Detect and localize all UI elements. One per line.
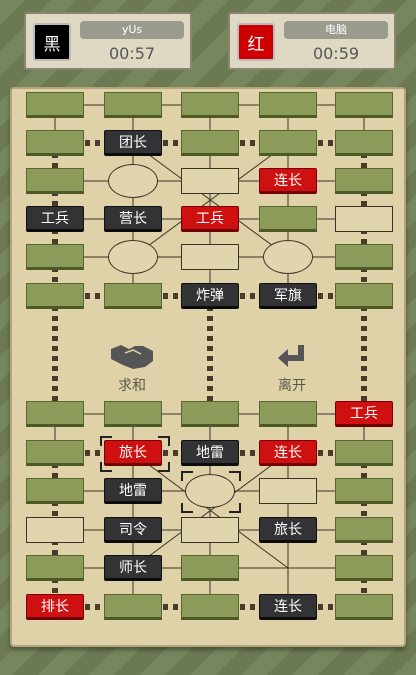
hidden-piece[interactable] [259, 206, 317, 232]
target-corner [181, 471, 193, 481]
hidden-piece[interactable] [259, 401, 317, 427]
black-piece[interactable]: 工兵 [26, 206, 84, 232]
selection-corner [100, 436, 112, 446]
hidden-piece[interactable] [181, 401, 239, 427]
black-piece[interactable]: 营长 [104, 206, 162, 232]
black-piece[interactable]: 团长 [104, 130, 162, 156]
player-timer: 00:59 [312, 44, 360, 63]
hidden-piece[interactable] [181, 130, 239, 156]
black-piece[interactable]: 连长 [259, 594, 317, 620]
hidden-piece[interactable] [259, 130, 317, 156]
hidden-piece[interactable] [26, 244, 84, 270]
hidden-piece[interactable] [26, 92, 84, 118]
game-board: 求和 离开 团长连长工兵营长工兵炸弹军旗工兵旅长地雷连长地雷司令旅长师长排长连长 [10, 87, 406, 647]
selection-corner [100, 462, 112, 472]
target-corner [229, 503, 241, 513]
player-color-badge: 黑 [33, 23, 71, 61]
player-timer: 00:57 [108, 44, 156, 63]
hidden-piece[interactable] [335, 594, 393, 620]
hidden-piece[interactable] [104, 594, 162, 620]
hidden-piece[interactable] [104, 283, 162, 309]
hidden-piece[interactable] [335, 517, 393, 543]
player-name: 电脑 [284, 21, 388, 39]
camp-station[interactable] [185, 474, 235, 508]
empty-post[interactable] [259, 478, 317, 504]
hidden-piece[interactable] [104, 401, 162, 427]
draw-button[interactable]: 求和 [100, 341, 164, 395]
hidden-piece[interactable] [335, 555, 393, 581]
camp-station[interactable] [263, 240, 313, 274]
road-line [132, 452, 289, 569]
handshake-icon [111, 345, 153, 369]
hidden-piece[interactable] [26, 555, 84, 581]
player-color-badge: 红 [237, 23, 275, 61]
red-piece[interactable]: 连长 [259, 168, 317, 194]
hidden-piece[interactable] [335, 440, 393, 466]
player-panel-red: 红 电脑 00:59 [228, 12, 396, 70]
hidden-piece[interactable] [181, 594, 239, 620]
target-corner [229, 471, 241, 481]
black-piece[interactable]: 地雷 [104, 478, 162, 504]
player-panel-black: 黑 yUs 00:57 [24, 12, 192, 70]
empty-post[interactable] [181, 244, 239, 270]
black-piece[interactable]: 师长 [104, 555, 162, 581]
hidden-piece[interactable] [335, 130, 393, 156]
empty-post[interactable] [181, 168, 239, 194]
hidden-piece[interactable] [335, 244, 393, 270]
black-piece[interactable]: 军旗 [259, 283, 317, 309]
red-piece[interactable]: 工兵 [335, 401, 393, 427]
hidden-piece[interactable] [104, 92, 162, 118]
black-piece[interactable]: 地雷 [181, 440, 239, 466]
target-corner [181, 503, 193, 513]
draw-label: 求和 [118, 378, 146, 394]
player-name: yUs [80, 21, 184, 39]
red-piece[interactable]: 连长 [259, 440, 317, 466]
empty-post[interactable] [335, 206, 393, 232]
selection-corner [158, 436, 170, 446]
selection-corner [158, 462, 170, 472]
empty-post[interactable] [26, 517, 84, 543]
black-piece[interactable]: 炸弹 [181, 283, 239, 309]
red-piece[interactable]: 排长 [26, 594, 84, 620]
return-icon [278, 345, 304, 367]
hidden-piece[interactable] [335, 92, 393, 118]
leave-label: 离开 [278, 378, 306, 394]
hidden-piece[interactable] [26, 440, 84, 466]
hidden-piece[interactable] [26, 401, 84, 427]
hidden-piece[interactable] [181, 555, 239, 581]
road-line [132, 142, 289, 258]
black-piece[interactable]: 司令 [104, 517, 162, 543]
camp-station[interactable] [108, 164, 158, 198]
hidden-piece[interactable] [181, 92, 239, 118]
leave-button[interactable]: 离开 [260, 341, 324, 395]
hidden-piece[interactable] [26, 130, 84, 156]
red-piece[interactable]: 工兵 [181, 206, 239, 232]
hidden-piece[interactable] [26, 168, 84, 194]
hidden-piece[interactable] [26, 283, 84, 309]
empty-post[interactable] [181, 517, 239, 543]
camp-station[interactable] [108, 240, 158, 274]
hidden-piece[interactable] [26, 478, 84, 504]
hidden-piece[interactable] [259, 92, 317, 118]
hidden-piece[interactable] [335, 283, 393, 309]
black-piece[interactable]: 旅长 [259, 517, 317, 543]
hidden-piece[interactable] [335, 478, 393, 504]
red-piece[interactable]: 旅长 [104, 440, 162, 466]
hidden-piece[interactable] [335, 168, 393, 194]
